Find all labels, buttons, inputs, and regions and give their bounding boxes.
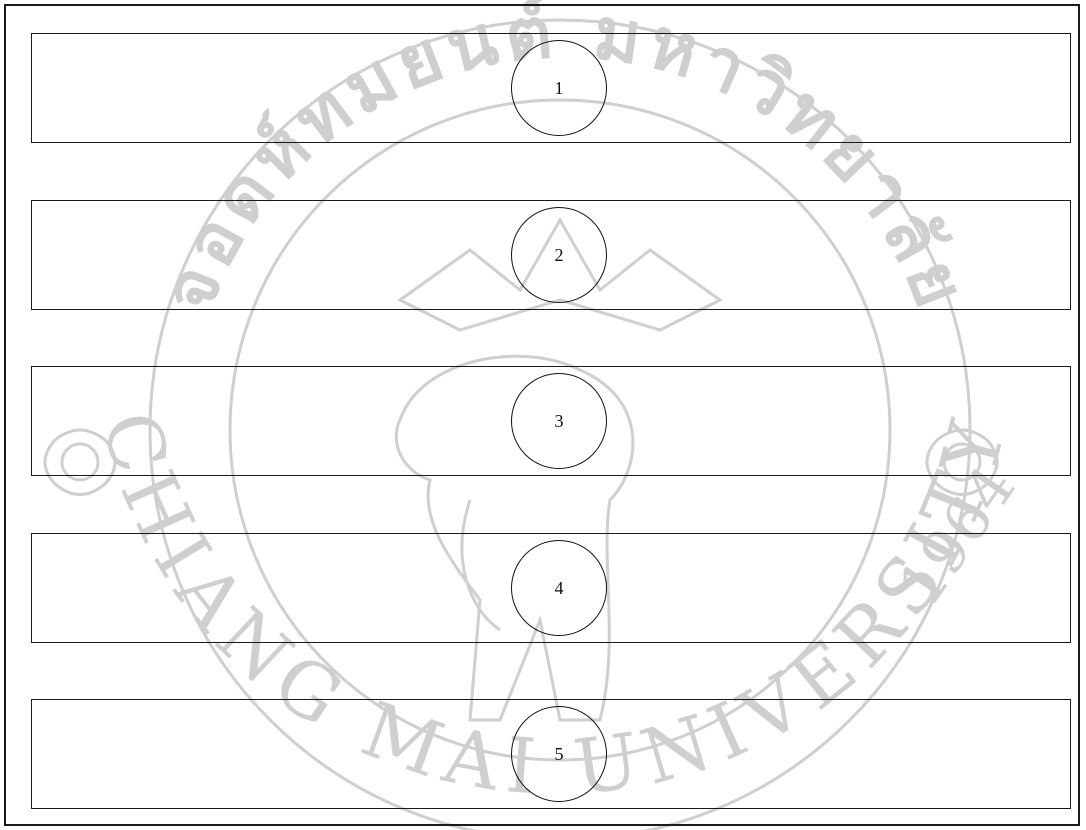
node-circle-3: 3	[511, 373, 607, 469]
node-circle-4: 4	[511, 540, 607, 636]
diagram-band-3: 3	[31, 366, 1071, 476]
node-label-5: 5	[512, 707, 606, 801]
diagram-band-4: 4	[31, 533, 1071, 643]
node-circle-1: 1	[511, 40, 607, 136]
node-label-1: 1	[512, 41, 606, 135]
node-label-2: 2	[512, 208, 606, 302]
node-label-4: 4	[512, 541, 606, 635]
diagram-band-2: 2	[31, 200, 1071, 310]
diagram-band-1: 1	[31, 33, 1071, 143]
diagram-band-5: 5	[31, 699, 1071, 809]
node-circle-2: 2	[511, 207, 607, 303]
node-circle-5: 5	[511, 706, 607, 802]
node-label-3: 3	[512, 374, 606, 468]
